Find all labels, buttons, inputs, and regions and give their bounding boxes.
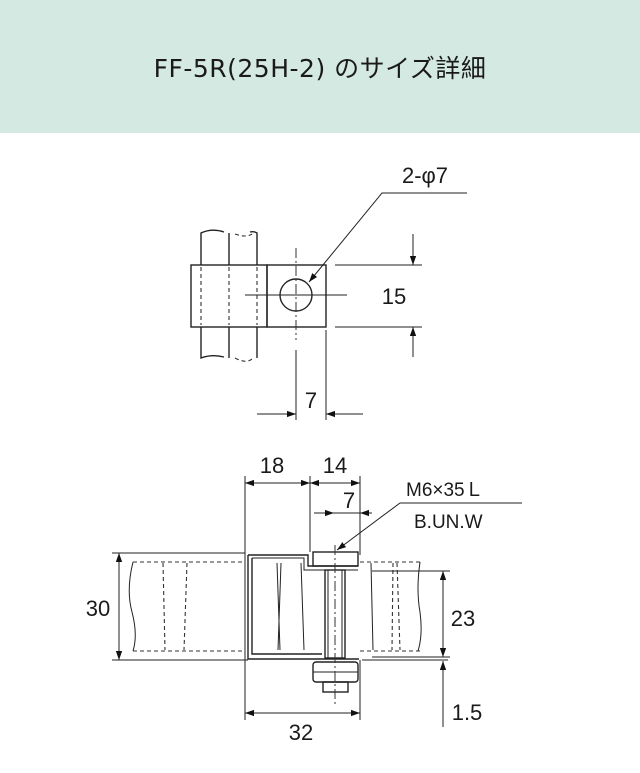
side-view: 18 14 7 M6×35Ｌ B.UN.W <box>86 453 522 745</box>
hole-leader-line <box>308 192 467 283</box>
dim-label-30: 30 <box>86 596 110 621</box>
dim-label-7-bolt: 7 <box>343 488 355 513</box>
bolt-spec-label: M6×35Ｌ <box>406 480 484 501</box>
hole-callout-label: 2-φ7 <box>402 163 448 188</box>
pipe <box>112 552 448 661</box>
bolt-leader-line <box>336 502 522 551</box>
dim-label-32: 32 <box>289 720 313 745</box>
dim-label-23: 23 <box>451 606 475 631</box>
page-title: FF-5R(25H-2) のサイズ詳細 <box>153 53 487 83</box>
dim-label-18: 18 <box>260 453 284 478</box>
dim-label-1-5: 1.5 <box>452 700 483 725</box>
top-view: 7 15 2-φ7 <box>190 163 467 420</box>
bolt <box>312 545 359 704</box>
dim-label-14: 14 <box>323 453 347 478</box>
dim-label-15: 15 <box>382 284 406 309</box>
dim-label-7: 7 <box>305 388 317 413</box>
bolt-parts-label: B.UN.W <box>414 512 483 533</box>
pipe-outline <box>200 229 258 362</box>
header-banner: FF-5R(25H-2) のサイズ詳細 <box>0 0 640 133</box>
clip-body <box>247 555 359 660</box>
